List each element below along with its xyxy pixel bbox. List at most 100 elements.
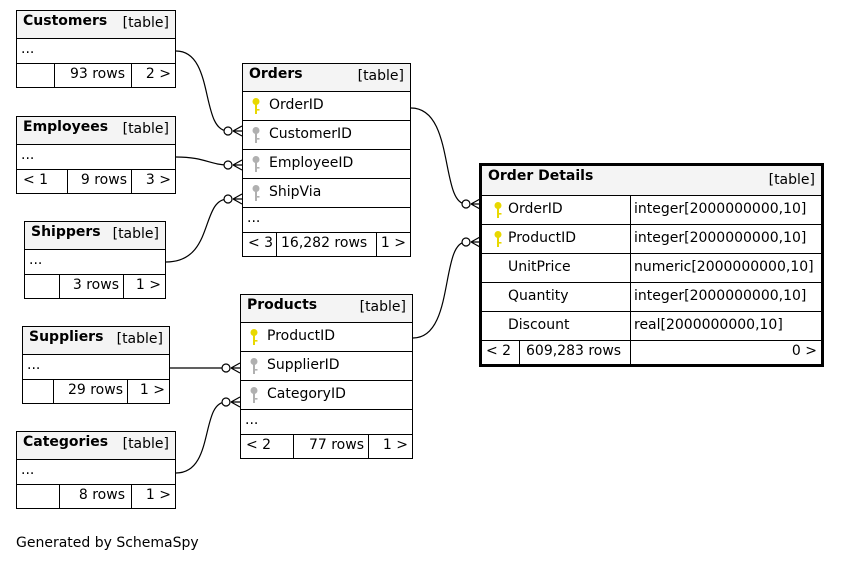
ellipsis-row: ... (17, 460, 175, 485)
table-employees[interactable]: Employees [table] ... < 1 9 rows 3 > (16, 116, 176, 194)
column-row-employeeid[interactable]: EmployeeID (243, 150, 410, 179)
column-type: integer[2000000000,10] (634, 288, 807, 304)
column-name: OrderID (508, 201, 563, 217)
row-count: 8 rows (78, 487, 125, 503)
column-row-categoryid[interactable]: CategoryID (241, 381, 412, 410)
row-count: 609,283 rows (526, 343, 622, 359)
table-footer: 3 rows 1 > (25, 275, 165, 298)
column-row-orderid[interactable]: OrderID integer[2000000000,10] (482, 196, 821, 225)
column-name: Discount (508, 317, 570, 333)
table-type: [table] (357, 68, 404, 84)
column-name: ShipVia (269, 184, 322, 200)
column-name: CustomerID (269, 126, 352, 142)
table-type: [table] (116, 331, 163, 347)
ellipsis-row: ... (23, 355, 169, 380)
generator-credit: Generated by SchemaSpy (16, 535, 199, 551)
link-employees-orders (175, 156, 229, 166)
children-link[interactable]: 0 > (791, 343, 817, 359)
children-link[interactable]: 1 > (145, 487, 171, 503)
table-header: Orders [table] (243, 64, 410, 92)
children-link[interactable]: 3 > (145, 172, 171, 188)
link-orders-orderdetails (410, 107, 467, 205)
column-name: ProductID (508, 230, 577, 246)
table-type: [table] (122, 15, 169, 31)
column-name: OrderID (269, 97, 324, 113)
link-customers-orders (175, 50, 229, 132)
column-row-unitprice[interactable]: UnitPrice numeric[2000000000,10] (482, 254, 821, 283)
children-link[interactable]: 1 > (139, 382, 165, 398)
parents-link[interactable]: < 2 (486, 343, 512, 359)
foreign-key-icon (252, 127, 260, 143)
column-row-productid[interactable]: ProductID (241, 323, 412, 352)
column-type: numeric[2000000000,10] (634, 259, 814, 275)
column-type: real[2000000000,10] (634, 317, 783, 333)
foreign-key-icon (252, 185, 260, 201)
table-order-details[interactable]: Order Details [table] OrderID integer[20… (479, 163, 824, 367)
table-header: Employees [table] (17, 117, 175, 145)
row-count: 29 rows (67, 382, 123, 398)
table-type: [table] (768, 172, 815, 188)
children-link[interactable]: 1 > (135, 277, 161, 293)
table-name: Suppliers (29, 329, 104, 345)
table-name: Order Details (488, 168, 594, 184)
table-footer: < 1 9 rows 3 > (17, 170, 175, 193)
table-name: Categories (23, 434, 109, 450)
primary-key-icon (494, 231, 502, 247)
table-header: Suppliers [table] (23, 327, 169, 355)
table-footer: < 2 77 rows 1 > (241, 435, 412, 458)
column-type: integer[2000000000,10] (634, 230, 807, 246)
table-products[interactable]: Products [table] ProductID SupplierID Ca… (240, 294, 413, 459)
column-row-productid[interactable]: ProductID integer[2000000000,10] (482, 225, 821, 254)
link-shippers-orders (165, 198, 229, 263)
column-row-orderid[interactable]: OrderID (243, 92, 410, 121)
column-row-shipvia[interactable]: ShipVia (243, 179, 410, 208)
table-type: [table] (122, 121, 169, 137)
table-customers[interactable]: Customers [table] ... 93 rows 2 > (16, 10, 176, 88)
parents-link[interactable]: < 2 (246, 437, 272, 453)
table-type: [table] (122, 436, 169, 452)
table-orders[interactable]: Orders [table] OrderID CustomerID Employ… (242, 63, 411, 257)
row-count: 3 rows (72, 277, 119, 293)
primary-key-icon (252, 98, 260, 114)
table-name: Employees (23, 119, 109, 135)
table-name: Orders (249, 66, 303, 82)
parents-link[interactable]: < 3 (248, 235, 274, 251)
ellipsis-row: ... (25, 250, 165, 275)
column-name: UnitPrice (508, 259, 571, 275)
column-row-supplierid[interactable]: SupplierID (241, 352, 412, 381)
column-name: ProductID (267, 328, 336, 344)
table-footer: < 3 16,282 rows 1 > (243, 233, 410, 256)
column-row-quantity[interactable]: Quantity integer[2000000000,10] (482, 283, 821, 312)
foreign-key-icon (250, 358, 258, 374)
column-name: EmployeeID (269, 155, 354, 171)
table-suppliers[interactable]: Suppliers [table] ... 29 rows 1 > (22, 326, 170, 404)
table-footer: < 2 609,283 rows 0 > (482, 341, 821, 364)
ellipsis-row: ... (17, 39, 175, 64)
table-name: Shippers (31, 224, 101, 240)
children-link[interactable]: 1 > (380, 235, 406, 251)
table-header: Shippers [table] (25, 222, 165, 250)
parents-link[interactable]: < 1 (23, 172, 49, 188)
children-link[interactable]: 1 > (382, 437, 408, 453)
link-categories-products (175, 401, 227, 474)
table-categories[interactable]: Categories [table] ... 8 rows 1 > (16, 431, 176, 509)
column-name: SupplierID (267, 357, 340, 373)
row-count: 16,282 rows (281, 235, 368, 251)
table-footer: 8 rows 1 > (17, 485, 175, 508)
table-header: Categories [table] (17, 432, 175, 460)
ellipsis-row: ... (241, 410, 412, 435)
table-shippers[interactable]: Shippers [table] ... 3 rows 1 > (24, 221, 166, 299)
children-link[interactable]: 2 > (145, 66, 171, 82)
primary-key-icon (494, 202, 502, 218)
ellipsis-row: ... (243, 208, 410, 233)
table-footer: 29 rows 1 > (23, 380, 169, 403)
column-row-customerid[interactable]: CustomerID (243, 121, 410, 150)
foreign-key-icon (252, 156, 260, 172)
row-count: 9 rows (80, 172, 127, 188)
foreign-key-icon (250, 387, 258, 403)
table-header: Customers [table] (17, 11, 175, 39)
column-row-discount[interactable]: Discount real[2000000000,10] (482, 312, 821, 341)
table-type: [table] (112, 226, 159, 242)
primary-key-icon (250, 329, 258, 345)
